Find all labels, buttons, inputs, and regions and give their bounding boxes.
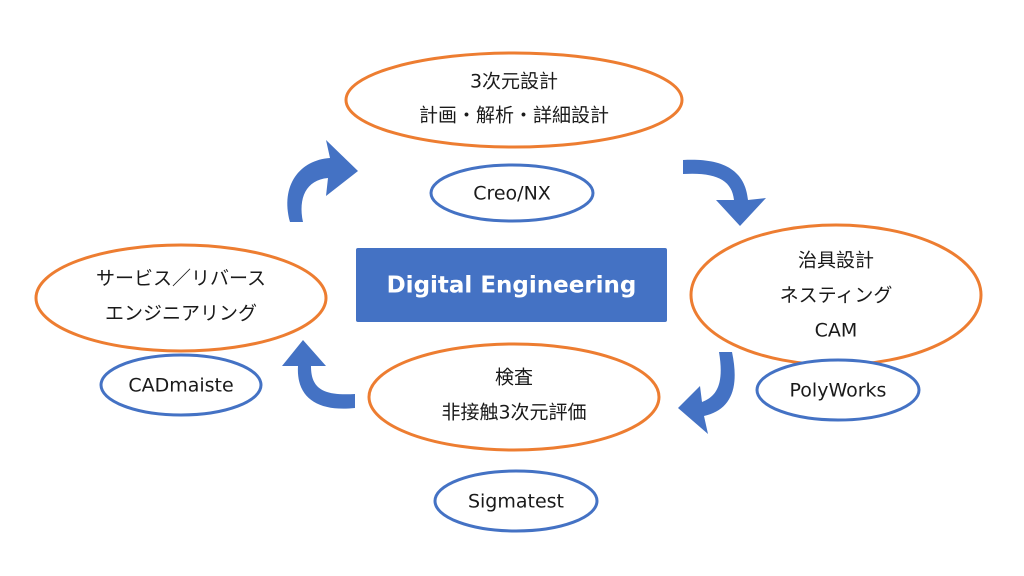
stage-design-ellipse [344,51,684,149]
stage-design: 3次元設計 計画・解析・詳細設計 [344,51,684,149]
stage-inspection: 検査 非接触3次元評価 [367,342,661,452]
tool-fixture-ellipse [755,358,921,422]
tool-inspection: Sigmatest [433,469,599,533]
stage-inspection-ellipse [367,342,661,452]
stage-design-line1: 3次元設計 [470,71,558,93]
tool-fixture: PolyWorks [755,358,921,422]
stage-fixture-line2: ネスティング [780,285,893,307]
tool-design-ellipse [429,163,595,223]
stage-service-line2: エンジニアリング [105,303,257,325]
tool-design-label: Creo/NX [473,183,551,205]
stage-design-line2: 計画・解析・詳細設計 [419,105,609,127]
center-label: Digital Engineering [387,273,637,299]
stage-inspection-line1: 検査 [495,367,533,389]
stage-fixture-line3: CAM [815,320,858,342]
tool-fixture-label: PolyWorks [790,380,887,402]
tool-design: Creo/NX [429,163,595,223]
stage-service-line1: サービス／リバース [96,268,266,290]
tool-service-ellipse [99,353,263,417]
cycle-arrows [282,140,766,434]
tool-service: CADmaiste [99,353,263,417]
curved-arrow-icon-bottom-left [282,340,355,409]
center-node: Digital Engineering [356,248,667,322]
tool-service-label: CADmaiste [128,375,233,397]
tool-inspection-ellipse [433,469,599,533]
stage-service-ellipse [34,243,328,353]
curved-arrow-icon-bottom-right [678,352,735,434]
tool-inspection-label: Sigmatest [468,491,564,513]
curved-arrow-icon-top-right [683,159,766,226]
stage-inspection-line2: 非接触3次元評価 [441,402,586,424]
stage-fixture-line1: 治具設計 [798,250,874,272]
center-box [356,248,667,322]
stage-service: サービス／リバース エンジニアリング [34,243,328,353]
curved-arrow-icon-top-left [287,140,358,222]
stage-fixture: 治具設計 ネスティング CAM [689,223,983,367]
